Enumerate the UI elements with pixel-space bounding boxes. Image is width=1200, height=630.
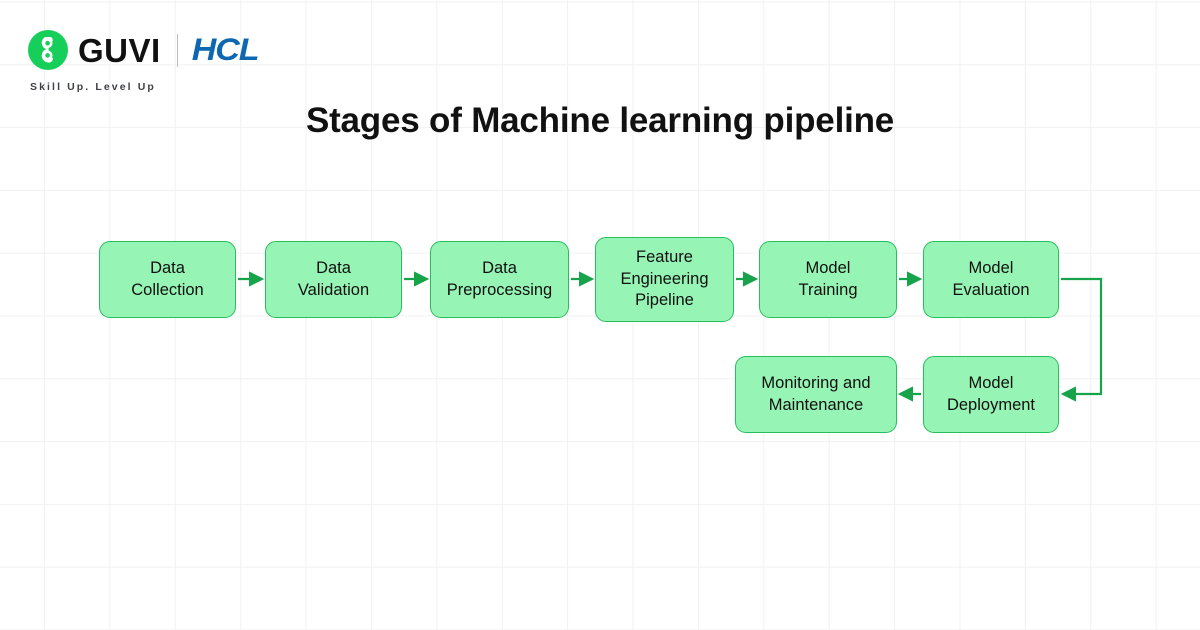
brand-lockup: GUVI HCL Skill Up. Level Up: [28, 28, 260, 93]
flow-node-data-preprocessing[interactable]: Data Preprocessing: [430, 241, 569, 318]
flow-node-model-deployment[interactable]: Model Deployment: [923, 356, 1059, 433]
guvi-g-mark-icon: [28, 30, 68, 70]
page-title: Stages of Machine learning pipeline: [305, 101, 895, 140]
guvi-wordmark: GUVI: [78, 31, 161, 69]
flow-node-monitoring-maintenance[interactable]: Monitoring and Maintenance: [735, 356, 897, 433]
brand-divider: [176, 33, 178, 67]
brand-tagline: Skill Up. Level Up: [30, 81, 156, 93]
flow-node-data-validation[interactable]: Data Validation: [265, 241, 402, 318]
flow-node-data-collection[interactable]: Data Collection: [99, 241, 236, 318]
flow-node-model-evaluation[interactable]: Model Evaluation: [923, 241, 1059, 318]
flow-node-feature-engineering[interactable]: Feature Engineering Pipeline: [595, 237, 734, 322]
brand-row: GUVI HCL: [28, 28, 260, 72]
edge-evaluation-deployment: [1060, 277, 1103, 402]
flow-node-model-training[interactable]: Model Training: [759, 241, 897, 318]
hcl-wordmark: HCL: [191, 32, 260, 68]
